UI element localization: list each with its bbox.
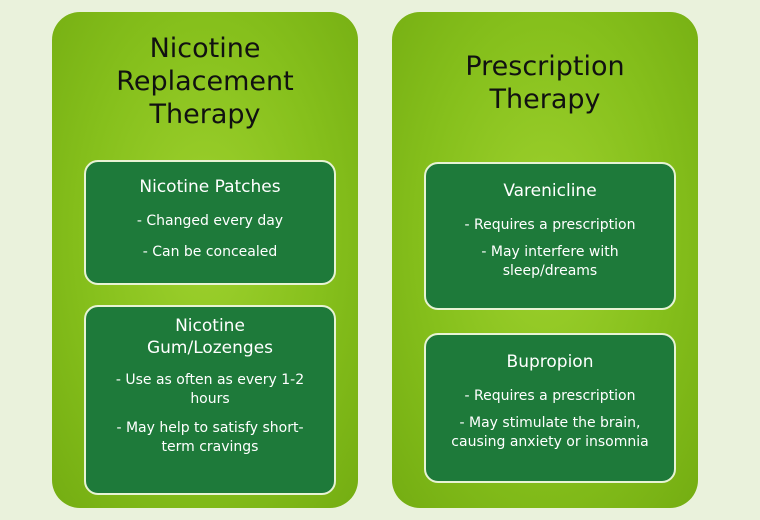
card-title-line: Nicotine <box>175 316 245 336</box>
card-point-line: - Can be concealed <box>142 244 278 260</box>
card-point: - May stimulate the brain, causing anxie… <box>434 414 666 452</box>
card-points: - Requires a prescription - May interfer… <box>434 216 666 281</box>
card-point-line: hours <box>190 391 230 407</box>
card-point: - Can be concealed <box>94 243 326 262</box>
nicotine-patches-card: Nicotine Patches - Changed every day - C… <box>84 160 336 285</box>
panel-title-line: Therapy <box>489 84 601 115</box>
prescription-therapy-panel: Prescription Therapy Varenicline - Requi… <box>392 12 698 508</box>
card-title: Nicotine Gum/Lozenges <box>94 315 326 359</box>
card-title-line: Gum/Lozenges <box>146 338 274 358</box>
panel-title-line: Therapy <box>149 99 261 130</box>
card-title: Bupropion <box>434 351 666 373</box>
card-point-line: - Requires a prescription <box>464 217 636 233</box>
card-point-line: - Requires a prescription <box>464 388 636 404</box>
nicotine-replacement-panel: Nicotine Replacement Therapy Nicotine Pa… <box>52 12 358 508</box>
card-point: - May help to satisfy short- term cravin… <box>94 419 326 457</box>
card-title-line: Bupropion <box>506 352 594 372</box>
panel-title: Prescription Therapy <box>392 50 698 116</box>
card-point-line: - Changed every day <box>136 213 284 229</box>
card-title: Nicotine Patches <box>94 176 326 198</box>
card-point-line: - May interfere with <box>481 244 619 260</box>
card-point-line: sleep/dreams <box>502 263 598 279</box>
card-point-line: - May help to satisfy short- <box>116 420 304 436</box>
card-point-line: causing anxiety or insomnia <box>451 434 649 450</box>
nicotine-gum-lozenges-card: Nicotine Gum/Lozenges - Use as often as … <box>84 305 336 495</box>
card-point-line: - Use as often as every 1-2 <box>115 372 305 388</box>
card-points: - Changed every day - Can be concealed <box>94 212 326 262</box>
card-point: - Changed every day <box>94 212 326 231</box>
panel-title-line: Prescription <box>465 51 625 82</box>
card-title-line: Varenicline <box>503 181 597 201</box>
card-point-line: term cravings <box>161 439 259 455</box>
card-point: - Requires a prescription <box>434 387 666 406</box>
bupropion-card: Bupropion - Requires a prescription - Ma… <box>424 333 676 483</box>
card-point: - May interfere with sleep/dreams <box>434 243 666 281</box>
varenicline-card: Varenicline - Requires a prescription - … <box>424 162 676 310</box>
card-title: Varenicline <box>434 180 666 202</box>
card-point: - Use as often as every 1-2 hours <box>94 371 326 409</box>
panel-title-line: Replacement <box>116 66 294 97</box>
card-title-line: Nicotine Patches <box>139 177 281 197</box>
card-point: - Requires a prescription <box>434 216 666 235</box>
card-points: - Use as often as every 1-2 hours - May … <box>94 371 326 457</box>
panel-title-line: Nicotine <box>149 33 261 64</box>
card-points: - Requires a prescription - May stimulat… <box>434 387 666 452</box>
panel-title: Nicotine Replacement Therapy <box>52 32 358 131</box>
card-point-line: - May stimulate the brain, <box>459 415 641 431</box>
